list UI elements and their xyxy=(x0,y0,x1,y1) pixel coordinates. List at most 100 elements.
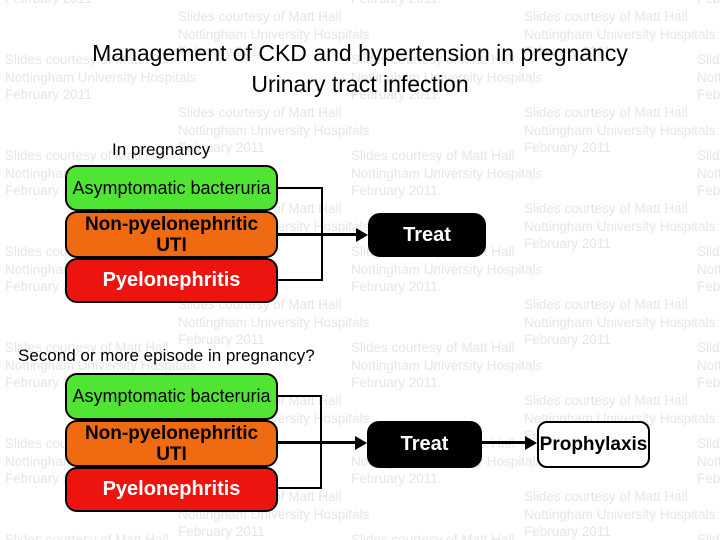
watermark-line: February 2011 xyxy=(524,524,611,539)
watermark-line: February 2011 xyxy=(5,87,92,102)
group1-connector-green xyxy=(278,187,323,189)
watermark-line: Slides courtesy of Matt Hall xyxy=(524,297,688,312)
watermark-line: Nottingham University Hospitals xyxy=(178,26,370,42)
treat-label: Treat xyxy=(403,223,451,246)
group1-box-pyelonephritis: Pyelonephritis xyxy=(65,258,278,303)
box-text-line1: Non-pyelonephritic xyxy=(84,213,259,235)
watermark-line: Slides courtesy of Matt Hall xyxy=(5,532,169,540)
watermark-line: Slides courtesy of Matt Hall xyxy=(351,532,515,540)
watermark-line: February 2011 xyxy=(178,332,265,347)
watermark-line: Slides courtesy of Matt Hall xyxy=(178,105,342,120)
watermark-line: Slides courtesy of Matt Hall xyxy=(5,148,169,163)
slide-title-line2: Urinary tract infection xyxy=(251,71,469,97)
watermark-line: Slides courtesy of Matt Hall xyxy=(697,436,720,451)
box-text-line2: UTI xyxy=(156,443,187,465)
group2-treat-box: Treat xyxy=(367,421,482,468)
box-text: Pyelonephritis xyxy=(102,478,241,500)
prophylaxis-label: Prophylaxis xyxy=(539,433,648,455)
prophylaxis-box: Prophylaxis xyxy=(537,421,650,468)
group2-box-asymptomatic-bacteruria: Asymptomatic bacteruria xyxy=(65,373,278,420)
watermark-line: February 2011 xyxy=(524,44,611,59)
watermark-line: Nottingham University Hospitals xyxy=(351,261,543,277)
box-text: Asymptomatic bacteruria xyxy=(72,177,271,198)
watermark-line: February 2011 xyxy=(5,0,196,8)
watermark-line: Slides courtesy of Matt Hall xyxy=(178,9,342,24)
watermark-line: Nottingham University Hospitals xyxy=(178,122,370,138)
watermark-line: Slides courtesy of Matt Hall xyxy=(697,52,720,67)
watermark-line: Slides courtesy of Matt Hall xyxy=(524,201,688,216)
group2-connector-red xyxy=(278,487,322,489)
watermark-line: Slides courtesy of Matt Hall xyxy=(524,393,688,408)
treat-label: Treat xyxy=(400,433,449,455)
slide-title: Management of CKD and hypertension in pr… xyxy=(0,38,720,100)
watermark-line: February 2011 xyxy=(178,140,265,155)
watermark-line: Nottingham University Hospitals xyxy=(697,261,720,277)
watermark-line: February 2011 xyxy=(351,279,438,294)
watermark-line: Nottingham University Hospitals xyxy=(524,122,716,138)
watermark-line: February 2011 xyxy=(697,87,720,102)
watermark-line: Nottingham University Hospitals xyxy=(524,26,716,42)
watermark-line: Slides courtesy of Matt Hall xyxy=(351,52,515,67)
group2-box-non-pyelonephritic-uti: Non-pyelonephritic UTI xyxy=(65,420,278,467)
group1-box-non-pyelonephritic-uti: Non-pyelonephritic UTI xyxy=(65,211,278,258)
watermark-line: Nottingham University Hospitals xyxy=(178,314,370,330)
watermark-line: February 2011 xyxy=(697,375,720,390)
watermark-line: Slides courtesy of Matt Hall xyxy=(524,489,688,504)
watermark-line: Slides courtesy of Matt Hall xyxy=(5,340,169,355)
watermark-line: February 2011 xyxy=(524,140,611,155)
group1-label: In pregnancy xyxy=(112,140,211,159)
group2-arrowhead-icon xyxy=(355,436,367,450)
box-text-line1: Non-pyelonephritic xyxy=(84,422,259,444)
watermark-line: Slides courtesy of Matt Hall xyxy=(5,52,169,67)
watermark-line: Nottingham University Hospitals xyxy=(351,69,543,85)
group1-arrowhead-icon xyxy=(356,228,368,242)
group1-box-asymptomatic-bacteruria: Asymptomatic bacteruria xyxy=(65,165,278,211)
watermark-line: Nottingham University Hospitals xyxy=(351,165,543,181)
slide-title-line1: Management of CKD and hypertension in pr… xyxy=(92,40,628,66)
watermark-line: Nottingham University Hospitals xyxy=(351,357,543,373)
box-text: Asymptomatic bacteruria xyxy=(72,386,271,406)
watermark-line: Nottingham University Hospitals xyxy=(697,357,720,373)
watermark-line: Slides courtesy of Matt Hall xyxy=(697,244,720,259)
group1-treat-box: Treat xyxy=(368,213,486,257)
watermark-line: Slides courtesy of Matt Hall xyxy=(697,532,720,540)
watermark-line: Nottingham University Hospitals xyxy=(5,357,197,373)
watermark-line: February 2011 xyxy=(524,332,611,347)
watermark-line: Nottingham University Hospitals xyxy=(524,314,716,330)
watermark-line: Nottingham University Hospitals xyxy=(697,453,720,469)
watermark-line: February 2011 xyxy=(697,279,720,294)
watermark-line: February 2011 xyxy=(351,375,438,390)
watermark-line: February 2011 xyxy=(178,524,265,539)
group2-connector-green xyxy=(278,395,322,397)
watermark-line: February 2011 xyxy=(351,0,542,8)
group1-connector-red xyxy=(278,279,323,281)
watermark-line: Slides courtesy of Matt Hall xyxy=(524,9,688,24)
watermark-line: February 2011 xyxy=(351,183,438,198)
watermark-line: Nottingham University Hospitals xyxy=(697,165,720,181)
watermark-line: Slides courtesy of Matt Hall xyxy=(351,340,515,355)
watermark-line: Nottingham University Hospitals xyxy=(697,69,720,85)
watermark-line: February 2011 xyxy=(697,471,720,486)
treat-to-prophylaxis-arrow-line xyxy=(482,441,526,444)
watermark-line: February 2011 xyxy=(351,471,438,486)
watermark-line: Slides courtesy of Matt Hall xyxy=(351,148,515,163)
